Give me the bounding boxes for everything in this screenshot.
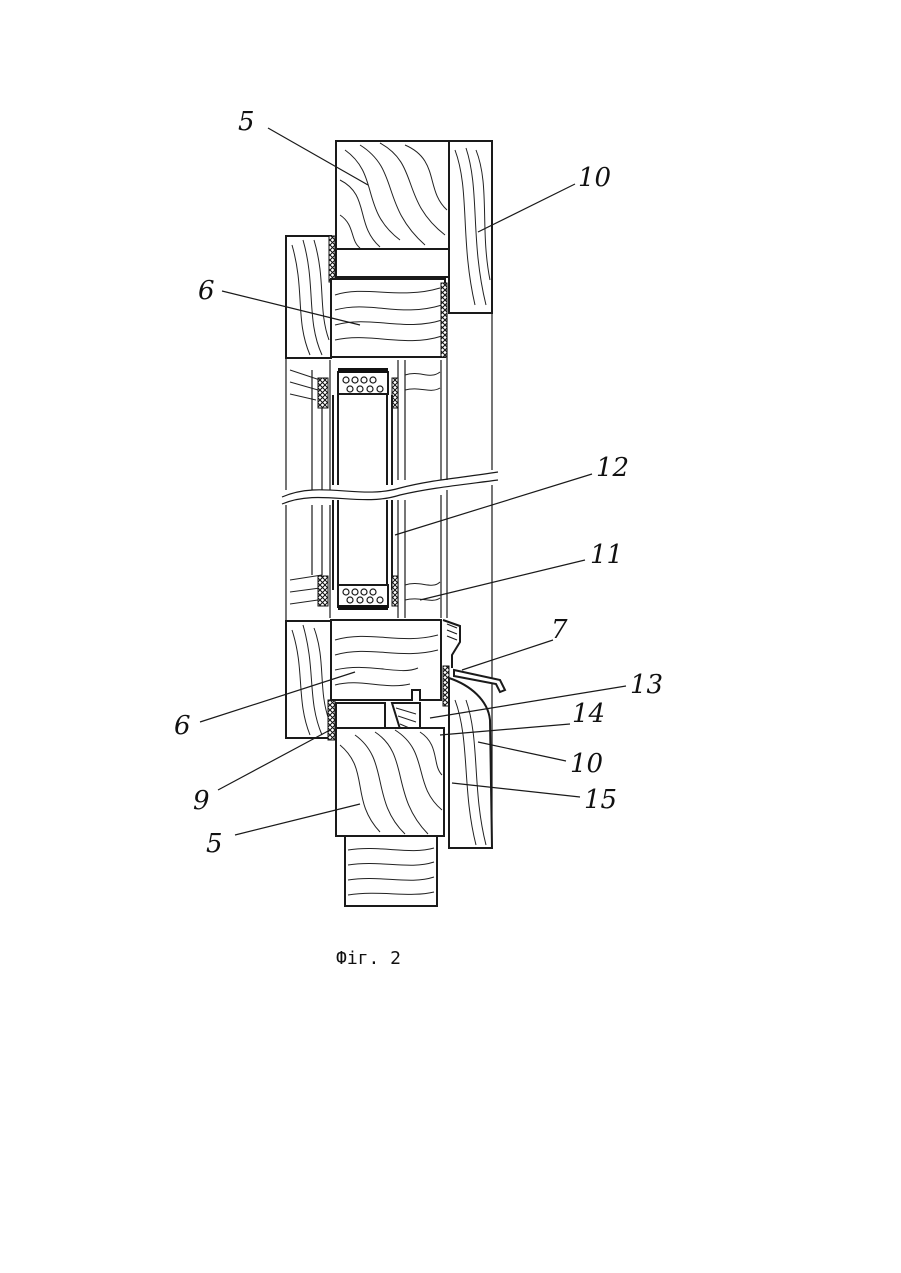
label-7: 7 [551,615,568,645]
break-lines [282,472,498,504]
label-15: 15 [584,785,617,815]
label-5-top: 5 [238,107,255,137]
sash-bottom [331,620,441,700]
bottom-frame-block [336,728,444,836]
label-6-bottom: 6 [174,711,191,741]
figure-caption: Фіг. 2 [336,948,401,969]
glass-spacer-bottom [338,585,388,610]
glass-spacer-top [338,368,388,394]
label-10-top: 10 [578,163,611,193]
bottom-stub-block [345,836,437,906]
label-14: 14 [572,699,605,729]
outer-board-top [449,141,492,313]
inner-left-board-top [286,236,331,358]
label-12: 12 [596,453,629,483]
sash-top [331,279,445,357]
inner-left-board-bottom [286,621,331,738]
label-5-bottom: 5 [206,829,223,859]
label-6-top: 6 [198,276,215,306]
label-13: 13 [630,670,663,700]
label-11: 11 [590,540,623,570]
label-10-bottom: 10 [570,749,603,779]
outer-board-bottom [449,678,492,848]
top-frame-block [336,141,449,249]
label-9: 9 [193,786,210,816]
